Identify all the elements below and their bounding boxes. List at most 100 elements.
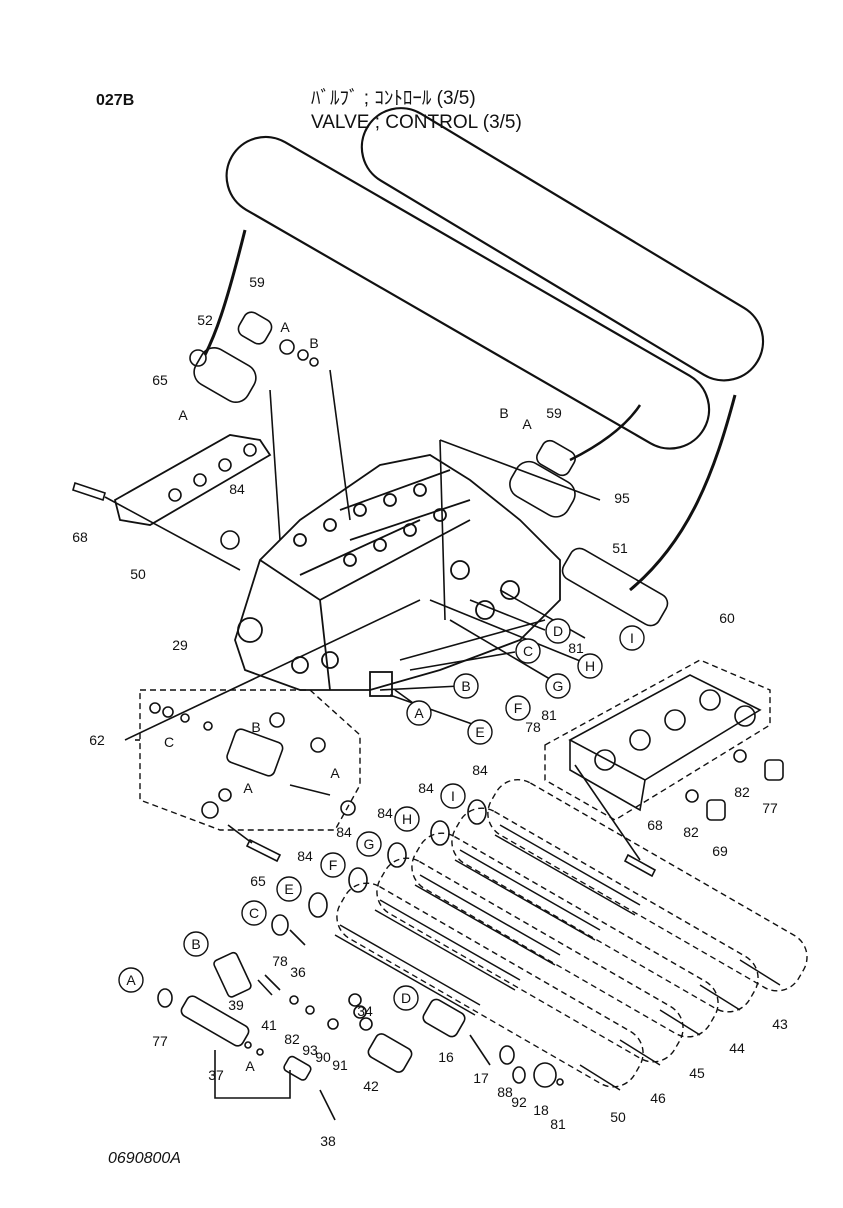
part-label: 37 — [208, 1067, 224, 1083]
part-label: 65 — [152, 372, 168, 388]
part-label: 50 — [130, 566, 146, 582]
dashed-spool-44 — [411, 832, 719, 1038]
part-label: 77 — [762, 800, 778, 816]
part-label: 81 — [568, 640, 584, 656]
leader-curve-left — [203, 229, 247, 356]
dashed-spool-43 — [451, 807, 759, 1013]
part-label: 43 — [772, 1016, 788, 1032]
callout-D-upper — [545, 618, 571, 644]
bolt-69 — [245, 838, 282, 863]
callout-letter: D — [553, 623, 563, 639]
callout-letter: I — [451, 788, 455, 804]
bolt-68 — [72, 481, 106, 502]
part-label: 50 — [610, 1109, 626, 1125]
part-label: 18 — [533, 1102, 549, 1118]
upper-exploded-capsule-right — [360, 107, 765, 382]
part-label: 84 — [336, 824, 352, 840]
lower-parts — [180, 929, 564, 1121]
part-label: 84 — [297, 848, 313, 864]
part-label: 82 — [683, 824, 699, 840]
part-label: 84 — [418, 780, 434, 796]
part-label: 90 — [315, 1049, 331, 1065]
part-label: 38 — [320, 1133, 336, 1149]
part-label: 69 — [712, 843, 728, 859]
part-label: 77 — [152, 1033, 168, 1049]
part-label: 68 — [647, 817, 663, 833]
part-label: 34 — [357, 1003, 373, 1019]
part-label: 78 — [525, 719, 541, 735]
part-label: 68 — [72, 529, 88, 545]
part-label: 93 — [302, 1042, 318, 1058]
part-label: 36 — [290, 964, 306, 980]
plug-77 — [706, 799, 726, 821]
part-label: 88 — [497, 1084, 513, 1100]
part-label: 84 — [472, 762, 488, 778]
part-label: 46 — [650, 1090, 666, 1106]
part-label: 65 — [250, 873, 266, 889]
callout-E-upper — [467, 719, 493, 745]
callout-F-upper — [505, 695, 531, 721]
part-label: 44 — [729, 1040, 745, 1056]
callout-letter: E — [475, 724, 484, 740]
spool-set — [334, 824, 781, 1091]
dashed-box-62 — [139, 689, 361, 831]
part-label: 60 — [719, 610, 735, 626]
part-label: 84 — [229, 481, 245, 497]
callout-H-lower — [394, 806, 420, 832]
drawing-code: 027B — [96, 92, 135, 109]
part-label: 41 — [261, 1017, 277, 1033]
callout-letter: F — [329, 857, 338, 873]
callout-C-lower — [241, 900, 267, 926]
part-label: 52 — [197, 312, 213, 328]
subassembly-62 — [149, 702, 356, 819]
tag-letter: A — [245, 1058, 255, 1074]
part-label: 17 — [473, 1070, 489, 1086]
callout-A-upper — [406, 700, 432, 726]
callout-letter: C — [523, 643, 533, 659]
drawing-id: 0690800A — [108, 1150, 181, 1167]
spool-50 — [561, 547, 669, 627]
valve-body — [234, 454, 561, 697]
part-label: 95 — [614, 490, 630, 506]
callout-letter: I — [630, 630, 634, 646]
callout-letter: D — [401, 990, 411, 1006]
bolt-68-lower — [623, 853, 657, 878]
part-label: 81 — [541, 707, 557, 723]
dashed-spool-46 — [336, 882, 644, 1088]
callout-letter: F — [514, 700, 523, 716]
upper-exploded-capsule-left — [225, 135, 711, 450]
part-label: 91 — [332, 1057, 348, 1073]
callout-A-lower — [118, 967, 144, 993]
part-label: 29 — [172, 637, 188, 653]
part-label: 62 — [89, 732, 105, 748]
leader-curve-mid — [569, 404, 642, 462]
callout-letter: B — [191, 936, 200, 952]
callout-letter: E — [284, 881, 293, 897]
part-label: 82 — [734, 784, 750, 800]
callout-C-upper — [515, 638, 541, 664]
callout-B-lower — [183, 931, 209, 957]
callout-D-lower — [393, 985, 419, 1011]
solenoid-52-left — [237, 311, 319, 367]
callout-letter: A — [414, 705, 424, 721]
dashed-spool-45 — [376, 857, 684, 1063]
callout-G-upper — [545, 673, 571, 699]
dashed-box-60 — [544, 659, 771, 821]
callout-letter: G — [364, 836, 375, 852]
solenoid-95 — [509, 460, 576, 518]
solenoid-52-right — [536, 439, 576, 477]
callout-H-upper — [577, 653, 603, 679]
callout-F-lower — [320, 852, 346, 878]
callout-B-upper — [453, 673, 479, 699]
tag-letter: A — [178, 407, 188, 423]
tag-letter: B — [499, 405, 508, 421]
callout-G-lower — [356, 831, 382, 857]
part-label: 59 — [249, 274, 265, 290]
part-label: 45 — [689, 1065, 705, 1081]
callout-letter: A — [126, 972, 136, 988]
mounting-plate — [113, 434, 272, 526]
tag-letter: A — [330, 765, 340, 781]
plug-78 — [764, 759, 784, 781]
tag-letter: B — [309, 335, 318, 351]
